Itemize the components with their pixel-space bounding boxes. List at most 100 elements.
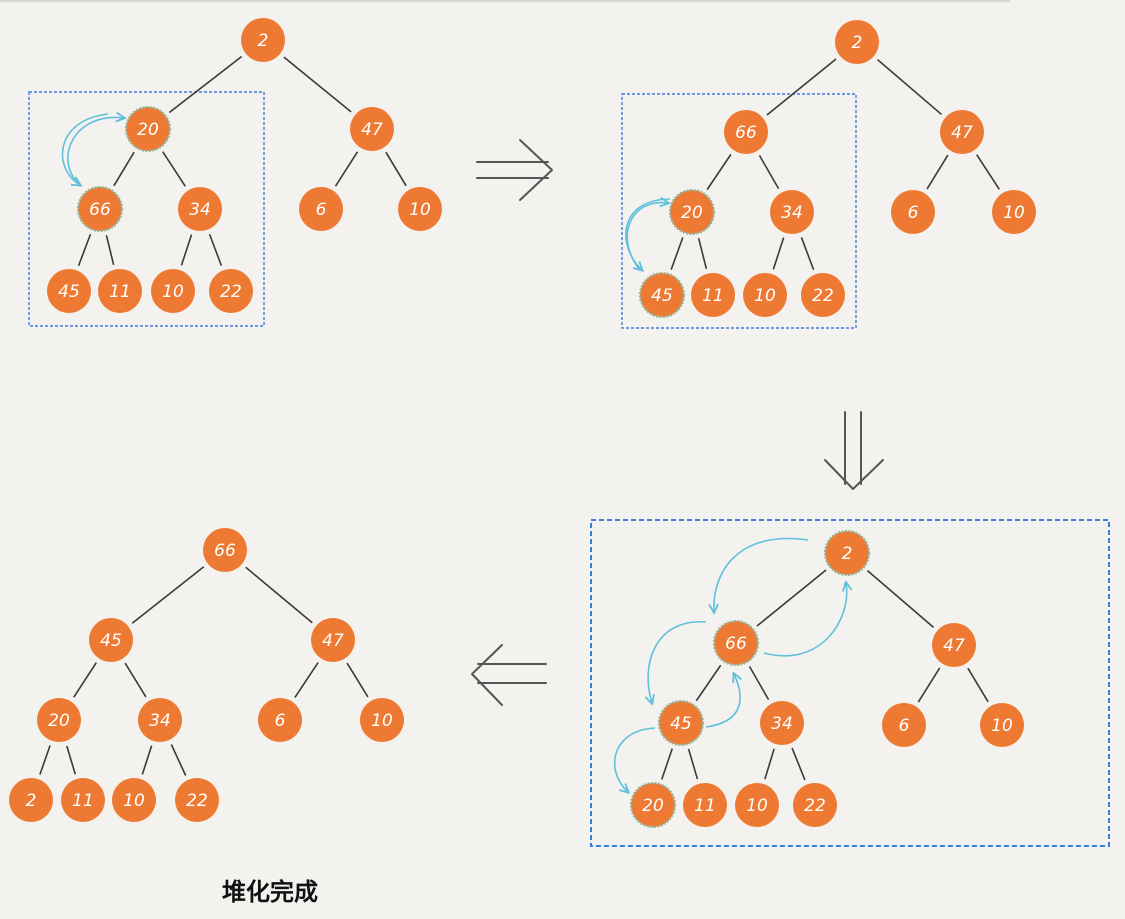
node-highlight-ring: [629, 781, 677, 829]
tree-node: 47: [932, 623, 976, 667]
node-value: 47: [322, 631, 344, 651]
node-value: 66: [214, 541, 236, 561]
node-circle: [980, 703, 1024, 747]
tree-edge: [334, 151, 359, 187]
node-value: 66: [725, 634, 747, 654]
node-circle: [9, 778, 53, 822]
node-value: 6: [316, 200, 327, 220]
node-value: 10: [371, 711, 393, 731]
tree-node: 2: [823, 529, 871, 577]
tree-edge: [706, 153, 732, 191]
tree-edge: [695, 664, 722, 702]
node-highlight-ring: [712, 619, 760, 667]
swap-arrow: [763, 583, 847, 657]
node-highlight-ring: [823, 529, 871, 577]
tree-node: 2: [9, 778, 53, 822]
node-value: 47: [361, 120, 383, 140]
node-circle: [932, 623, 976, 667]
tree-node: 2: [241, 18, 285, 62]
tree-node: 10: [151, 269, 195, 313]
tree-node: 22: [175, 778, 219, 822]
node-circle: [209, 269, 253, 313]
node-circle: [743, 273, 787, 317]
node-highlight-ring: [668, 188, 716, 236]
top-edge-shadow: [0, 0, 1010, 3]
swap-arrow: [67, 117, 124, 184]
node-value: 45: [100, 631, 122, 651]
tree-edge: [772, 237, 785, 270]
selection-box-step3: [590, 519, 1110, 847]
node-circle: [631, 783, 675, 827]
node-circle: [714, 621, 758, 665]
tree-edge: [764, 748, 775, 780]
tree-node: 20: [37, 698, 81, 742]
tree-node: 10: [743, 273, 787, 317]
node-value: 47: [943, 636, 965, 656]
tree-edge: [670, 237, 684, 270]
tree-node: 20: [124, 105, 172, 153]
node-circle: [735, 783, 779, 827]
node-value: 66: [89, 200, 111, 220]
node-circle: [835, 20, 879, 64]
tree-node: 34: [178, 187, 222, 231]
node-value: 22: [812, 286, 834, 306]
node-circle: [151, 269, 195, 313]
node-value: 6: [908, 203, 919, 223]
tree-node: 66: [203, 528, 247, 572]
node-circle: [175, 778, 219, 822]
node-circle: [138, 698, 182, 742]
node-circle: [825, 531, 869, 575]
node-highlight-ring: [76, 185, 124, 233]
swap-arrow: [613, 727, 656, 792]
tree-edge: [77, 233, 92, 267]
tree-edge: [113, 151, 135, 187]
tree-edge: [294, 662, 319, 698]
tree-node: 11: [61, 778, 105, 822]
tree-node: 20: [668, 188, 716, 236]
node-value: 2: [258, 31, 269, 51]
node-value: 20: [681, 203, 703, 223]
tree-edge: [660, 748, 674, 780]
tree-node: 45: [47, 269, 91, 313]
tree-edge: [208, 233, 223, 267]
node-value: 34: [149, 711, 171, 731]
tree-node: 45: [657, 699, 705, 747]
node-value: 45: [651, 286, 673, 306]
tree-node: 34: [760, 701, 804, 745]
node-value: 20: [48, 711, 70, 731]
swap-arrow: [61, 113, 109, 185]
node-value: 34: [189, 200, 211, 220]
node-value: 66: [735, 123, 757, 143]
tree-node: 34: [770, 190, 814, 234]
tree-node: 45: [638, 271, 686, 319]
node-value: 45: [670, 714, 692, 734]
tree-edge: [791, 747, 806, 781]
tree-edge: [39, 745, 51, 775]
tree-edge: [105, 235, 115, 265]
tree-node: 66: [76, 185, 124, 233]
tree-node: 11: [98, 269, 142, 313]
tree-node: 10: [992, 190, 1036, 234]
node-value: 6: [899, 716, 910, 736]
node-circle: [203, 528, 247, 572]
node-value: 10: [746, 796, 768, 816]
node-value: 6: [275, 711, 286, 731]
node-circle: [178, 187, 222, 231]
tree-edge: [917, 667, 941, 703]
node-circle: [61, 778, 105, 822]
node-circle: [992, 190, 1036, 234]
node-value: 2: [852, 33, 863, 53]
tree-edge: [124, 662, 147, 698]
node-circle: [398, 187, 442, 231]
node-circle: [78, 187, 122, 231]
node-circle: [940, 110, 984, 154]
tree-node: 6: [882, 703, 926, 747]
tree-node: 22: [209, 269, 253, 313]
node-value: 10: [162, 282, 184, 302]
node-value: 11: [72, 791, 94, 811]
